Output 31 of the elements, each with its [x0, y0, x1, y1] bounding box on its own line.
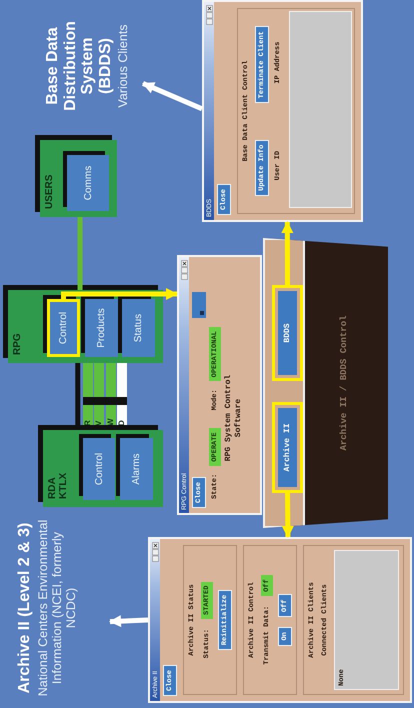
- module-box: Comms: [67, 155, 109, 211]
- system-block: [8, 290, 163, 363]
- connector-line: [78, 217, 83, 290]
- software-window: [202, 0, 363, 222]
- system-block: [43, 430, 163, 507]
- heading: Base Data Distribution System (BDDS): [44, 20, 114, 113]
- module-box: Alarms: [120, 438, 153, 500]
- module-box: Products: [85, 299, 118, 357]
- panel-button: Archive II: [278, 408, 297, 487]
- description: National Centers Environmental Information (NCEI, formerly NCDC): [36, 518, 79, 698]
- description: Various Clients: [116, 24, 131, 108]
- list-box: [289, 11, 352, 208]
- panel-title: Archive II / BDDS Control: [339, 314, 349, 453]
- arrow: [142, 81, 203, 112]
- block-label: RPG: [13, 332, 24, 355]
- arrow: [109, 615, 148, 628]
- arrow: [281, 221, 294, 285]
- highlight-frame: [272, 285, 303, 381]
- heading: Archive II (Level 2 & 3): [16, 522, 34, 694]
- system-block: [40, 140, 117, 217]
- arrow: [282, 492, 294, 538]
- arrow: [61, 288, 178, 300]
- module-box: Control: [83, 438, 115, 500]
- software-window: [148, 537, 412, 703]
- panel-button: BDDS: [278, 291, 297, 375]
- block-label: USERS: [45, 174, 56, 209]
- module-box: Status: [122, 299, 155, 357]
- block-label: RDA KTLX: [48, 472, 69, 499]
- window-heading: RPG System Control Software: [224, 374, 244, 464]
- software-window: [177, 255, 262, 515]
- highlight-frame: [272, 402, 303, 493]
